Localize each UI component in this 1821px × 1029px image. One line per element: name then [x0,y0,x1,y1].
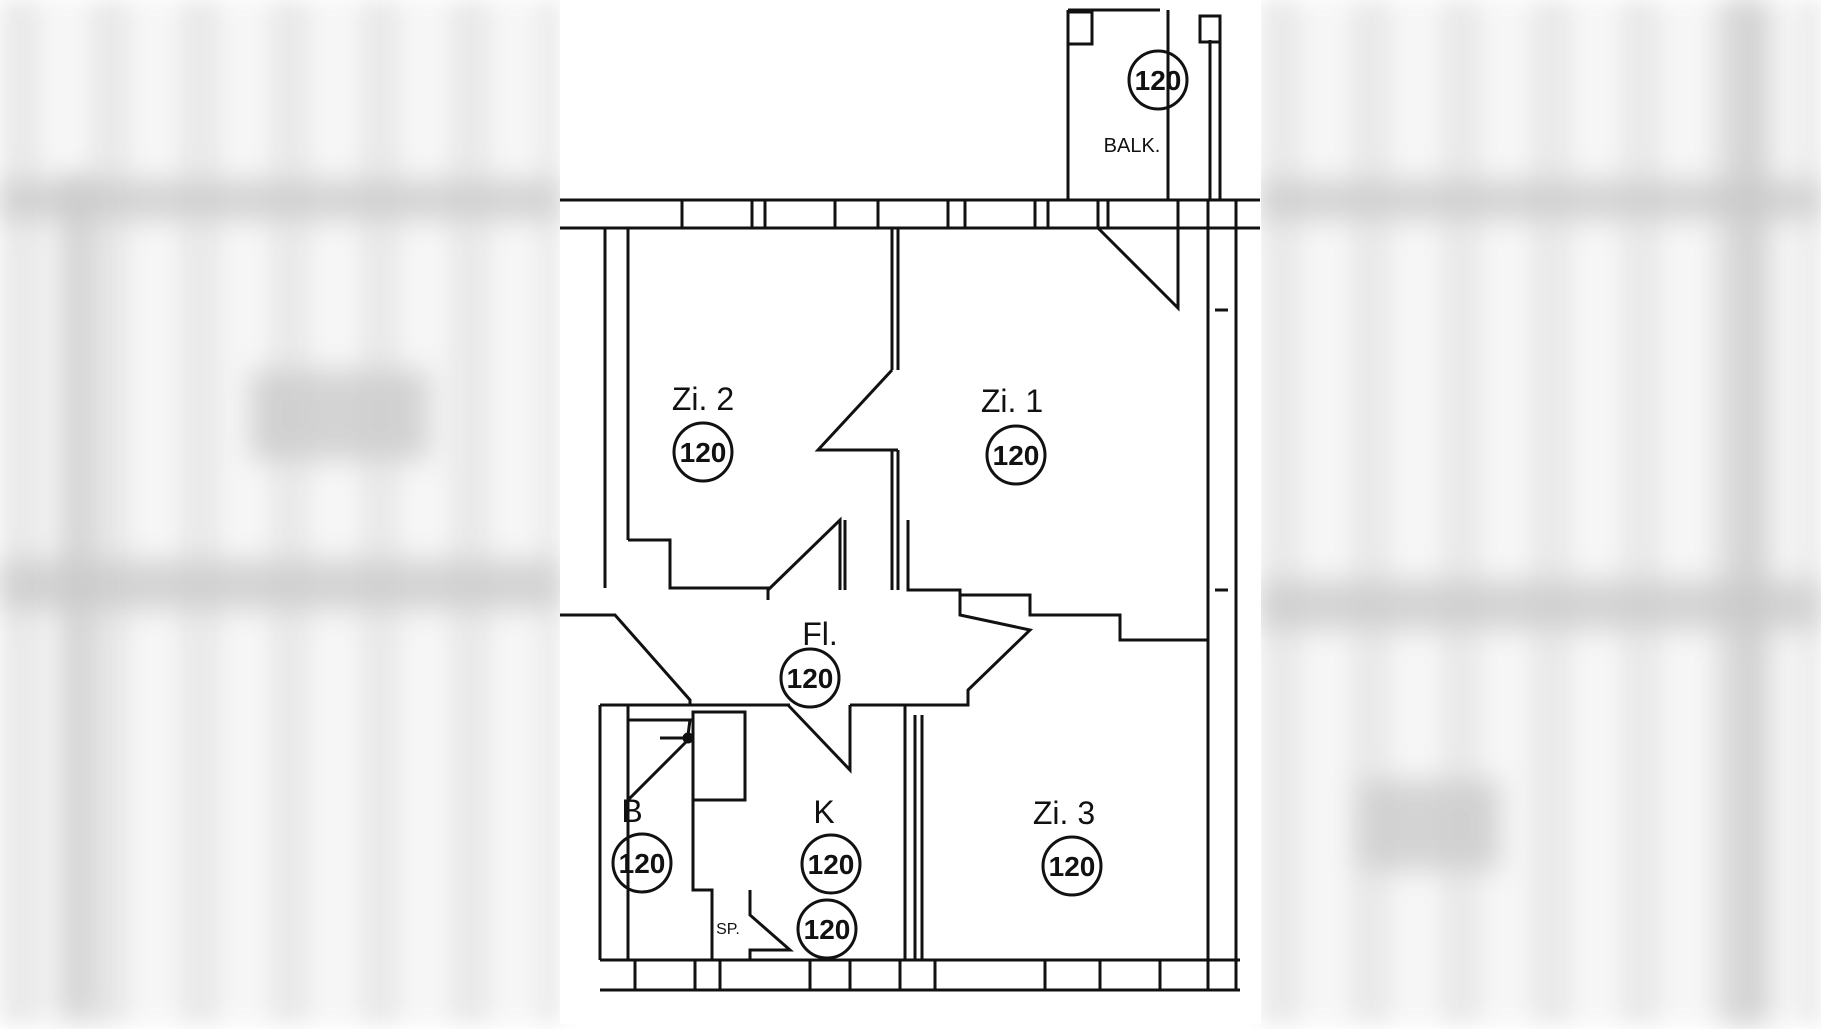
window-bottom-3 [848,958,902,992]
window-bottom-5 [1098,958,1162,992]
kitchen-wall [691,800,714,960]
zi1-label: Zi. 1 [981,383,1043,419]
speisekammer-number: 120 [804,914,851,945]
zi1-number-circle [985,424,1047,486]
window-top-1 [680,198,754,230]
zi1-number: 120 [993,440,1040,471]
speisekammer-number-circle [796,898,858,960]
kueche-label: K [813,794,834,830]
balcony-post-right [1198,14,1222,44]
zi3-number-circle [1041,835,1103,897]
balcony-right-edge [1208,40,1222,200]
kueche-number: 120 [808,849,855,880]
corridor-wall-top [560,516,842,705]
zi3-number: 120 [1049,851,1096,882]
wall-right-dash [1215,308,1228,592]
window-top-3 [876,198,950,230]
window-bottom-2 [718,958,812,992]
corridor-wall-bottom [600,703,907,960]
wall-k-zi3 [913,715,924,960]
window-bottom-1 [633,958,697,992]
wall-right [1206,200,1238,990]
blurred-room-left [250,370,430,460]
window-top-2 [763,198,837,230]
blurred-wall-right-top [1261,180,1821,220]
balcony-number-circle [1127,49,1189,111]
speisekammer-door [748,890,794,960]
zi2-label: Zi. 2 [672,381,734,417]
balcony-label: BALK. [1104,135,1161,157]
zi2-number-circle [672,421,734,483]
flur-label: Fl. [802,616,838,652]
bad-door-swing [626,738,690,802]
window-top-5 [1046,198,1100,230]
floor-plan-drawing: 120 BALK. Zi. 2 120 Zi. 1 120 Fl. 120 B … [560,8,1260,992]
balcony-number: 120 [1135,65,1182,96]
flur-number: 120 [787,663,834,694]
bad-number-circle [611,832,673,894]
bad-label: B [621,793,642,829]
corridor-lower-swing [786,703,852,774]
zi3-label: Zi. 3 [1033,795,1095,831]
bad-outline [598,705,692,960]
corridor-door-right [905,520,1034,707]
flur-number-circle [779,647,841,709]
blurred-wall-left-vert [60,180,96,1020]
zi2-number: 120 [680,437,727,468]
wall-left [603,228,630,588]
zi1-bottom-wall [960,593,1208,642]
zi2-outline [628,538,770,600]
door-swing-zi1 [814,368,898,452]
kitchen-counter [691,710,747,802]
blurred-room-right [1360,780,1500,870]
balcony-post-left [1066,10,1094,46]
door-swing-corner [1096,226,1180,312]
blurred-wall-right-mid [1261,580,1821,630]
floor-plan: 120 BALK. Zi. 2 120 Zi. 1 120 Fl. 120 B … [560,0,1261,1024]
blurred-wall-right-vert [1730,0,1770,1024]
blurred-background-right [1261,0,1821,1024]
kueche-number-circle [800,833,862,895]
wall-zi2-zi1 [890,228,900,590]
balcony-outline [1066,8,1170,200]
window-bottom-4 [933,958,1047,992]
bad-number: 120 [619,848,666,879]
window-top-6 [1106,198,1180,230]
window-top-4 [963,198,1037,230]
speisekammer-label: SP. [716,921,740,938]
